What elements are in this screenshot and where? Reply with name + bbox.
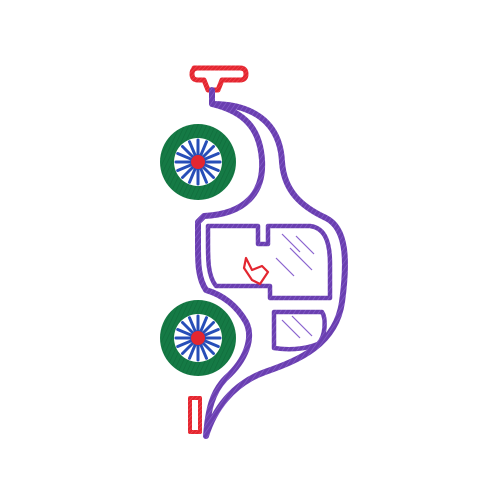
rear-bumper [188, 396, 202, 434]
front-window [205, 223, 333, 301]
hub [191, 155, 205, 169]
car-body-outline [195, 87, 348, 439]
glass-hatch [275, 257, 295, 277]
top-bumper [189, 65, 249, 93]
glass-hatch [291, 315, 313, 337]
hub [191, 331, 205, 345]
driver-accent [242, 256, 270, 286]
glass-hatch [281, 233, 301, 253]
top-wheel [160, 124, 236, 200]
glass-hatch [289, 247, 313, 271]
glass-hatch [295, 235, 315, 255]
glass-hatch [281, 319, 301, 339]
bottom-wheel [160, 300, 236, 376]
rear-window [271, 309, 327, 352]
